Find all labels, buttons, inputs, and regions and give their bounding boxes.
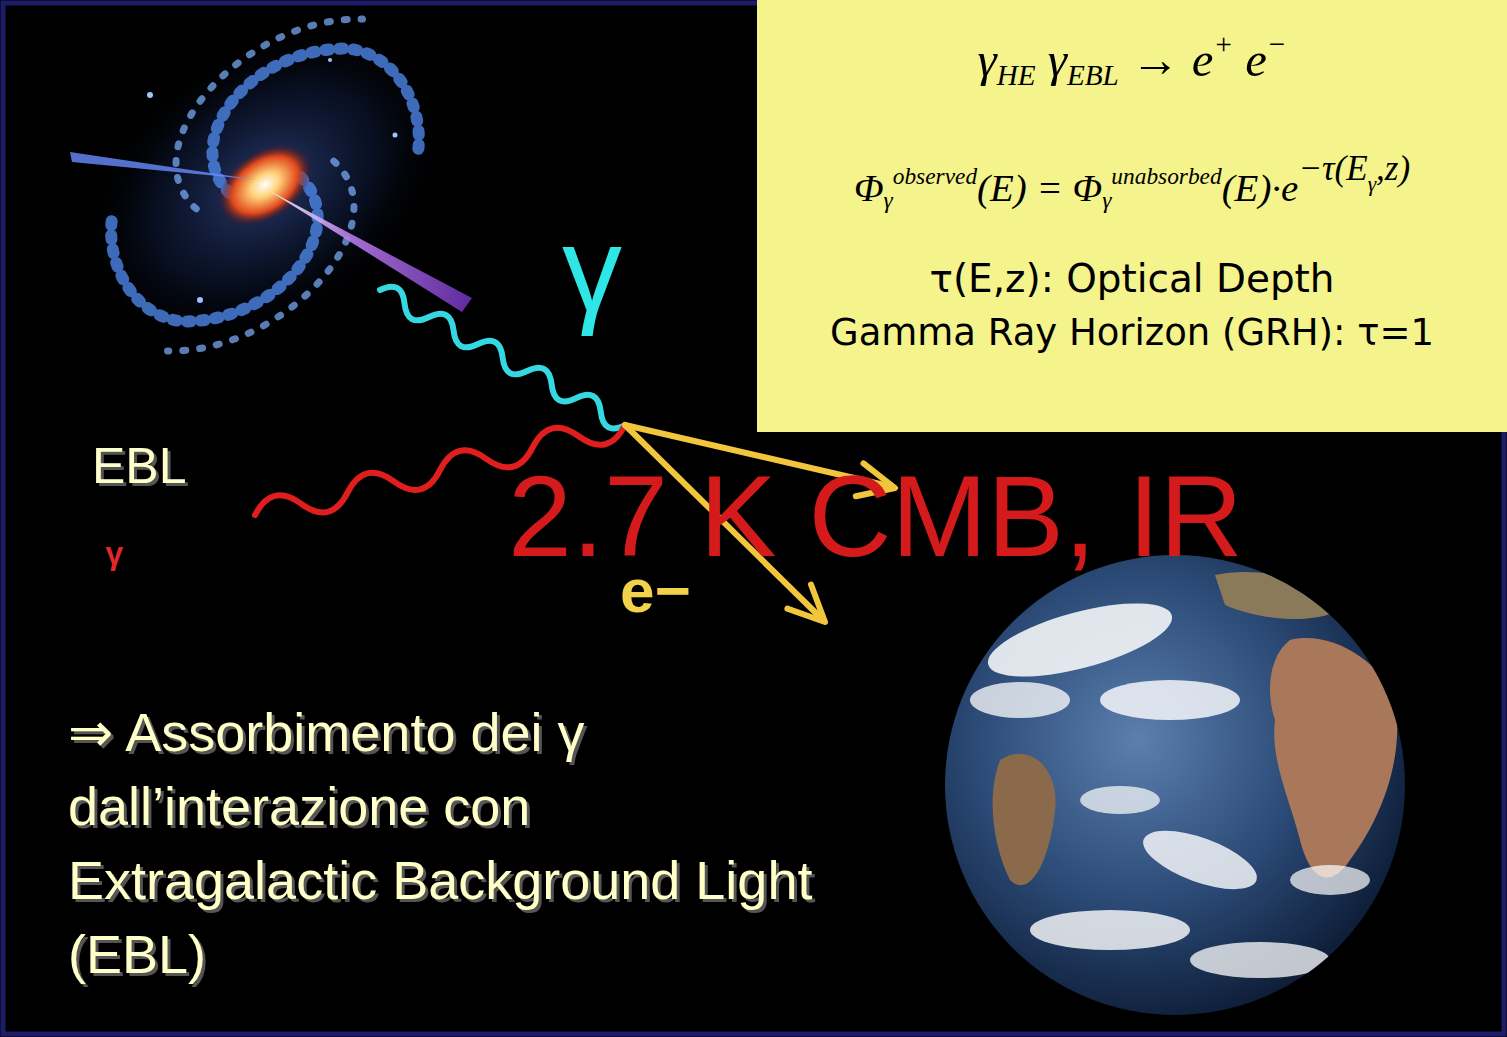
art-shape [1270,638,1397,877]
art-shape [1290,865,1370,895]
formula-part: observed [893,163,977,189]
art-shape [945,555,1405,1015]
formula: γHE γEBL → e+ e− [757,26,1507,93]
formula-part: γ [1036,33,1067,87]
formula-part: τ(E,z): Optical Depth [929,256,1334,301]
formula-part: Φ [854,166,884,209]
art-shape [17,0,513,417]
art-shape [393,133,398,138]
gamma-symbol: γ [562,200,622,338]
formula: Φγobserved(E) = Φγunabsorbed(E)·e−τ(Eγ,z… [757,147,1507,215]
art-shape [17,0,513,417]
art-shape [328,58,332,62]
ebl-label: EBL [92,438,187,496]
art-shape [70,152,258,180]
formula-part: γ [1368,173,1376,197]
formula-part: γ [1102,187,1111,213]
caption-text: ⇒ Assorbimento dei γ dall’interazione co… [68,696,828,992]
art-shape [1030,910,1190,950]
art-shape [147,92,153,98]
art-shape [970,682,1070,718]
background-label: γ [105,538,124,574]
galaxy-picture [17,0,513,417]
art-shape [993,754,1056,886]
formula-part: γ [977,33,996,87]
art-shape [197,297,203,303]
art-shape [268,190,472,312]
formula-part: + [1213,28,1233,60]
formula-part: (E)·e [1222,166,1299,209]
art-shape [1136,819,1264,901]
formula-part: e [1233,33,1267,87]
formula-part: − [1267,28,1287,60]
earth-picture [945,555,1405,1015]
art-shape [1100,680,1240,720]
art-shape [981,588,1179,691]
art-shape [203,127,327,242]
definition-text: τ(E,z): Optical Depth [757,255,1507,304]
formula-part: → e [1119,33,1214,87]
formula-part: γ [884,187,893,213]
formula-part: unabsorbed [1111,163,1221,189]
art-shape [970,572,1397,978]
formula-part: Gamma Ray Horizon (GRH): τ=1 [830,311,1434,354]
art-shape [1190,942,1330,978]
formula-part: −τ(E [1298,149,1367,188]
art-shape [787,585,825,623]
formula-part: HE [997,59,1036,91]
formula-part: EBL [1067,59,1119,91]
electron-symbol: e− [620,555,691,626]
gamma-symbol: 2.7 K CMB, IR [508,450,1243,582]
definition-text: Gamma Ray Horizon (GRH): τ=1 [757,310,1507,356]
formula-part: ,z) [1376,149,1410,188]
formula-part: (E) = Φ [977,166,1102,209]
art-shape [88,112,347,359]
formula-box: γHE γEBL → e+ e−Φγobserved(E) = Φγunabso… [757,0,1507,432]
art-shape [1080,786,1160,814]
